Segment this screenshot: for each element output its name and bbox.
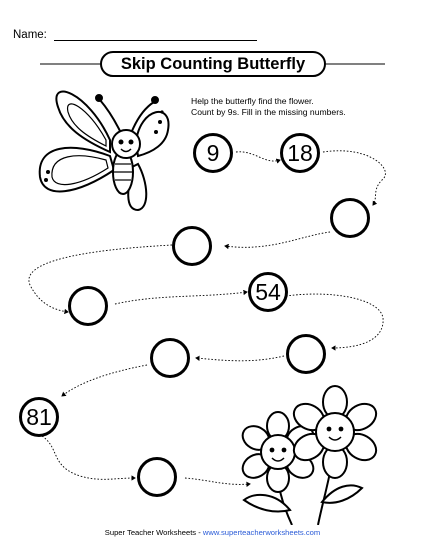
- footer-source: Super Teacher Worksheets: [104, 528, 197, 537]
- instruction-line-1: Help the butterfly find the flower.: [191, 96, 314, 106]
- number-circle-3[interactable]: [330, 198, 370, 238]
- page-title: Skip Counting Butterfly: [120, 55, 306, 73]
- butterfly-illustration: [38, 90, 170, 212]
- name-label: Name:: [13, 29, 47, 41]
- footer-url-link[interactable]: www.superteacherworksheets.com: [202, 528, 321, 537]
- number-circle-10[interactable]: [137, 457, 177, 497]
- footer-separator: -: [196, 528, 203, 537]
- number-circle-9: 81: [19, 397, 59, 437]
- number-circle-1: 9: [193, 133, 233, 173]
- instruction-line-2: Count by 9s. Fill in the missing numbers…: [191, 107, 346, 117]
- number-circle-5[interactable]: [68, 286, 108, 326]
- title-banner-frame: [98, 51, 326, 77]
- title-banner: Skip Counting Butterfly: [98, 51, 328, 77]
- title-rule: [40, 63, 385, 65]
- name-field[interactable]: [54, 40, 257, 41]
- number-circle-6: 54: [248, 272, 288, 312]
- footer: Super Teacher Worksheets - www.superteac…: [0, 528, 425, 537]
- flowers-illustration: [241, 385, 378, 525]
- number-circle-8[interactable]: [150, 338, 190, 378]
- number-circle-4[interactable]: [172, 226, 212, 266]
- instructions: Help the butterfly find the flower. Coun…: [191, 96, 391, 118]
- number-circle-7[interactable]: [286, 334, 326, 374]
- number-circle-2: 18: [280, 133, 320, 173]
